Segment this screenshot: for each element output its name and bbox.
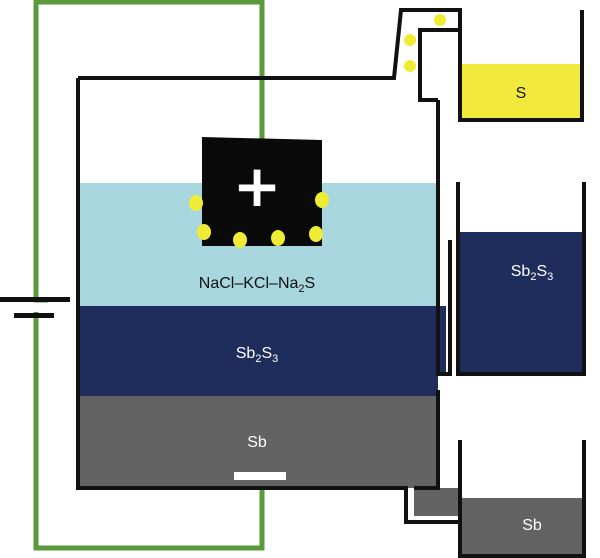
sulfide-layer — [78, 306, 438, 396]
bubble — [233, 232, 247, 248]
metal-layer-label: Sb — [247, 434, 267, 451]
metal-outflow-channel — [414, 396, 460, 516]
label-segment: Sb — [247, 434, 267, 451]
bubble — [404, 34, 416, 46]
sulfur-tank-fill — [462, 64, 580, 119]
label-subscript: 2 — [255, 353, 261, 365]
battery-plate-short — [14, 313, 54, 318]
metal-tank-fill — [460, 498, 582, 556]
sulfide-layer-label: Sb2S3 — [236, 345, 279, 365]
bubble — [315, 192, 329, 208]
bubble — [197, 224, 211, 240]
label-segment: Sb — [511, 263, 531, 280]
anode-polarity-symbol: + — [233, 152, 282, 220]
sulfide-riser-channel — [438, 306, 446, 376]
cathode-minus-symbol — [234, 472, 286, 480]
bubble — [189, 195, 203, 211]
sulfide-tank-fill — [458, 232, 582, 374]
label-subscript: 2 — [530, 271, 536, 283]
label-segment: NaCl–KCl–Na — [199, 275, 299, 292]
sulfide-tank-outline — [456, 182, 586, 376]
cell-outline — [76, 8, 462, 524]
metal-tank-label: Sb — [522, 517, 542, 534]
label-segment: S — [261, 345, 272, 362]
bubble — [434, 14, 446, 26]
bubble — [404, 60, 416, 72]
anode — [202, 137, 322, 246]
label-segment: S — [305, 275, 316, 292]
bubble — [309, 226, 323, 242]
sulfur-tank-outline — [458, 10, 584, 122]
label-segment: Sb — [522, 517, 542, 534]
sulfide-tank-label: Sb2S3 — [511, 263, 554, 283]
label-subscript: 3 — [547, 271, 553, 283]
battery-plate-long — [0, 297, 70, 302]
sulfur-bubbles — [189, 192, 329, 248]
label-subscript: 2 — [298, 283, 304, 295]
metal-tank-outline — [458, 440, 586, 558]
label-segment: Sb — [236, 345, 256, 362]
label-segment: S — [536, 263, 547, 280]
pipe-bubbles — [404, 14, 446, 72]
electrolyte-label: NaCl–KCl–Na2S — [199, 275, 315, 295]
label-subscript: 3 — [272, 353, 278, 365]
label-segment: S — [516, 85, 527, 102]
bubble — [271, 230, 285, 246]
sulfur-tank-label: S — [516, 85, 527, 102]
